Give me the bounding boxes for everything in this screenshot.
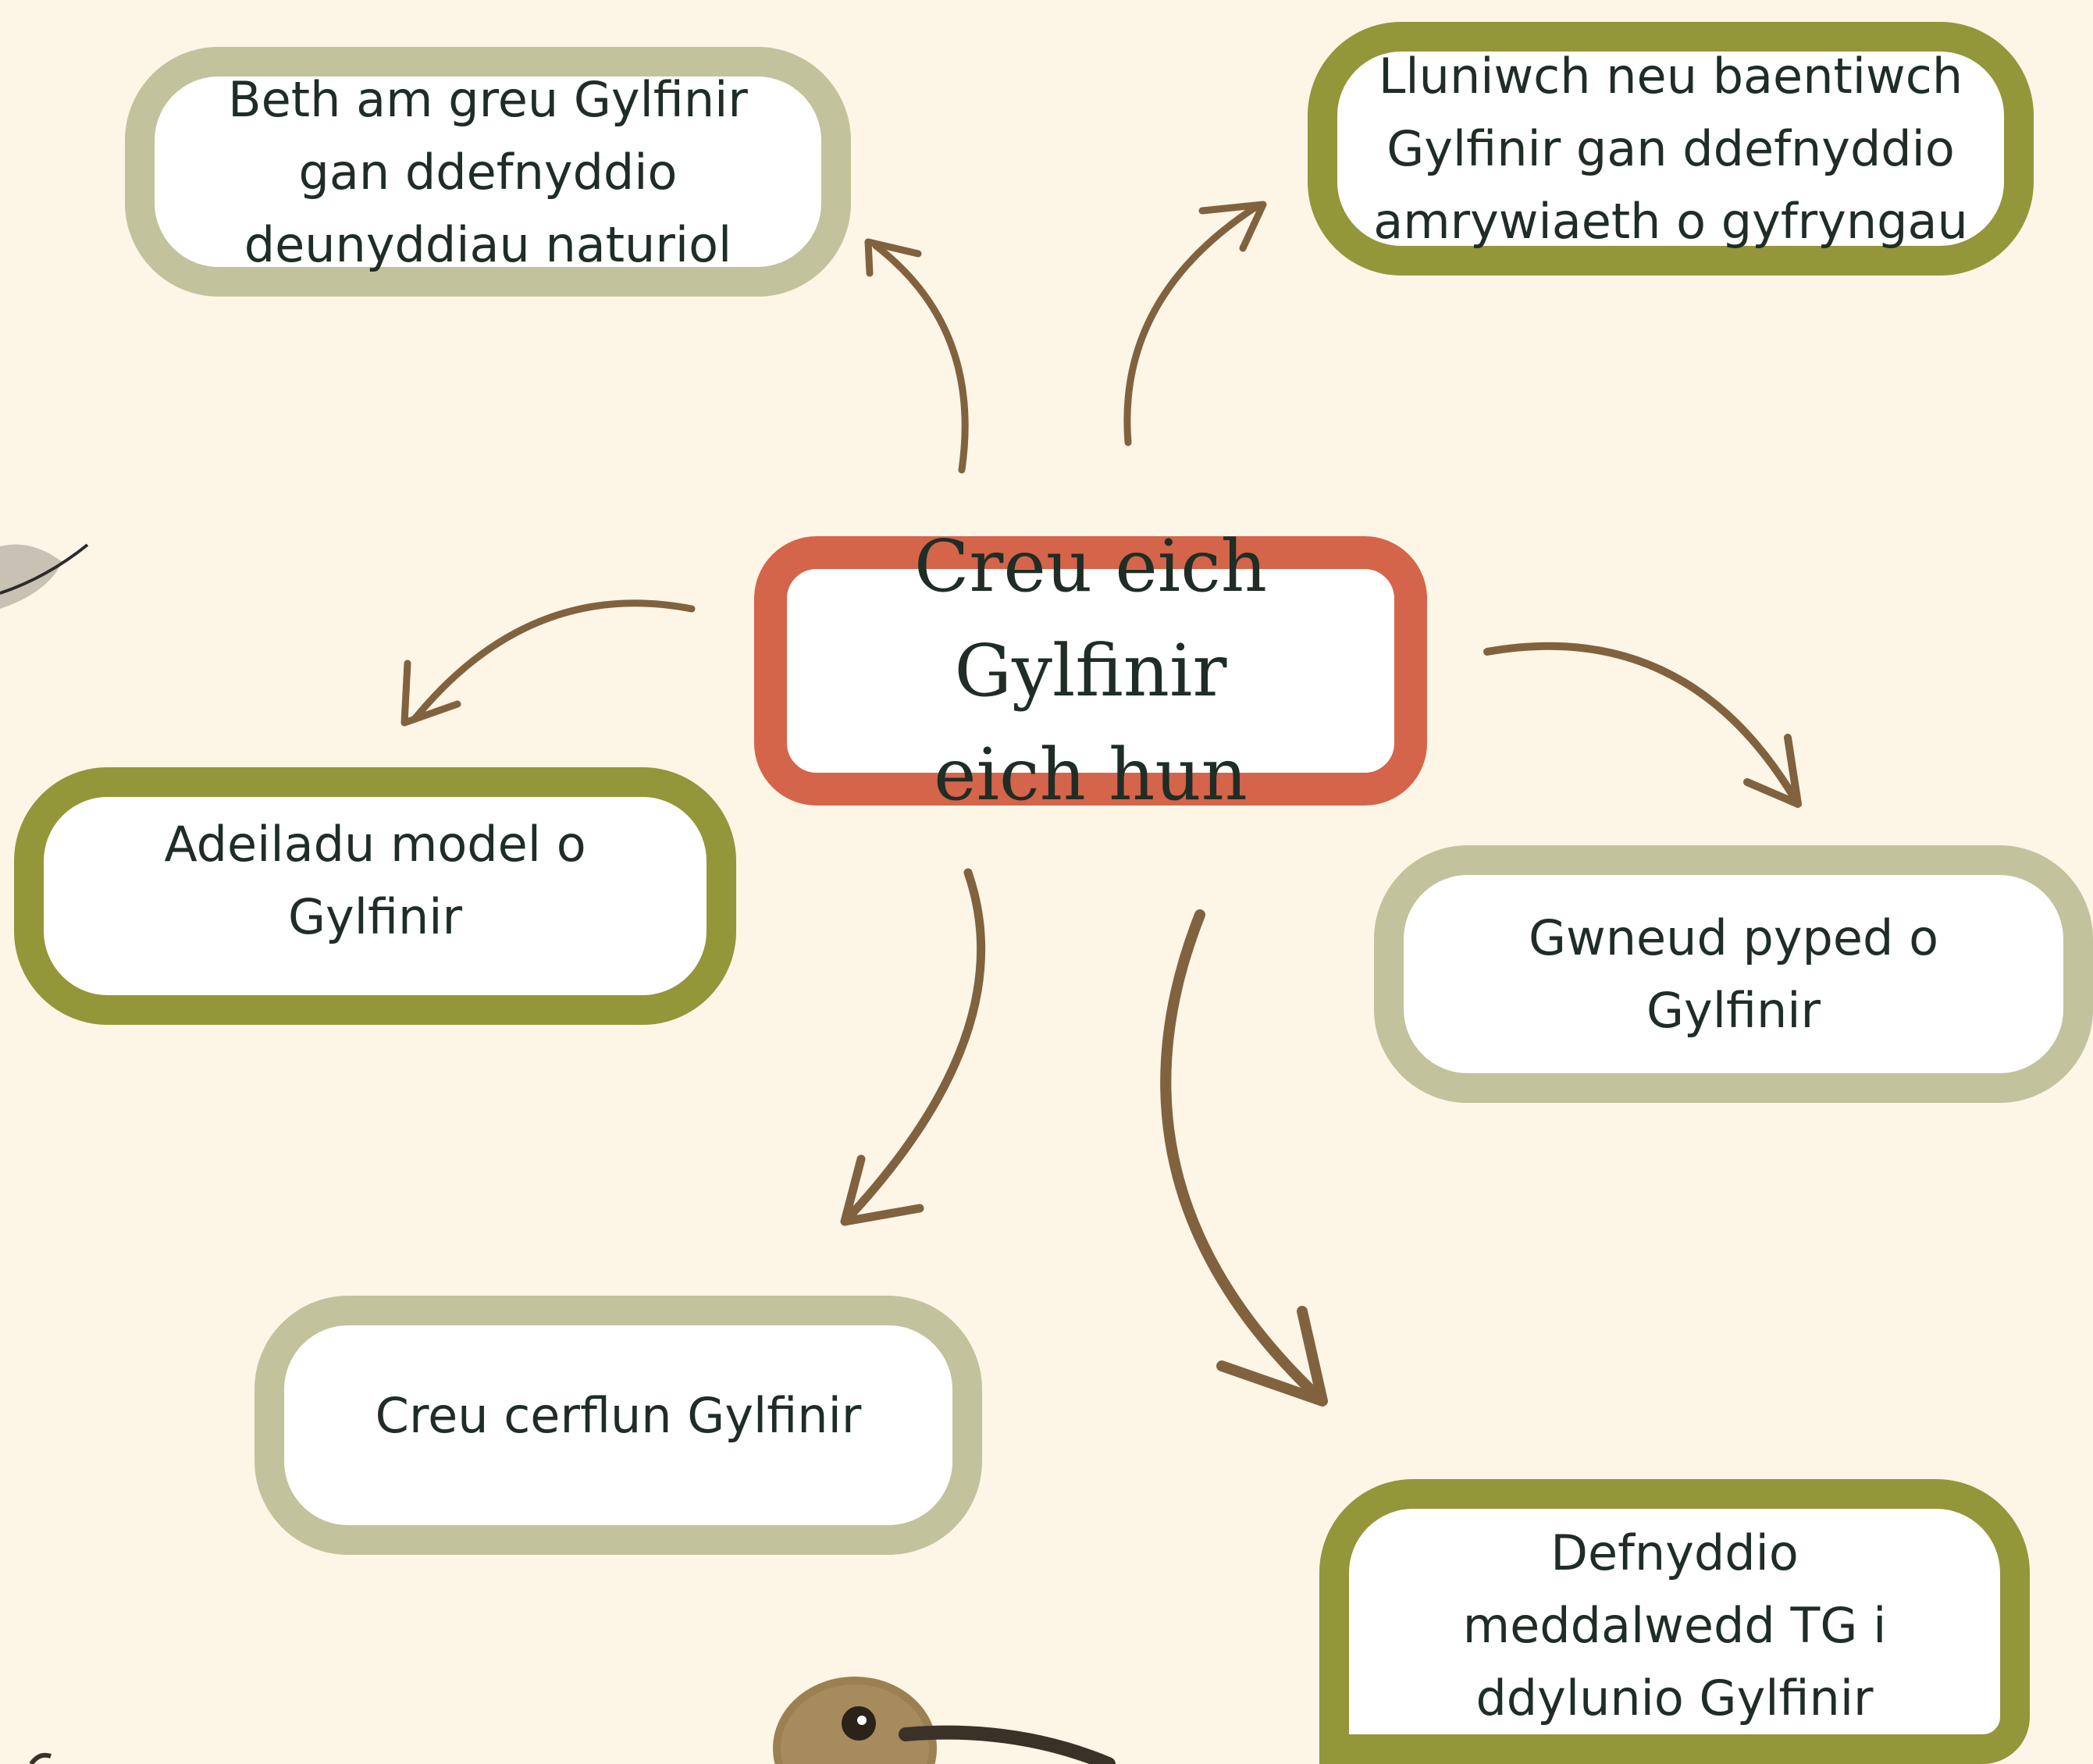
idea-build-model: Adeiladu model o Gylfinir [14, 767, 736, 1025]
idea-model-line1: Adeiladu model o Gylfinir [164, 816, 586, 945]
central-topic-line2: eich hun [934, 733, 1248, 817]
idea-software-line3: ddylunio Gylfinir [1475, 1670, 1874, 1727]
idea-paint-line1: Lluniwch neu baentiwch [1378, 48, 1963, 105]
idea-natural-line3: deunyddiau naturiol [244, 215, 732, 273]
arrow-to-natural [864, 238, 969, 474]
idea-paint-line2: Gylfinir gan ddefnyddio [1386, 120, 1955, 177]
idea-it-software: Defnyddio meddalwedd TG i ddylunio Gylfi… [1319, 1479, 2030, 1764]
arrow-to-software [1160, 909, 1328, 1407]
arrow-to-paint [1123, 201, 1267, 446]
central-topic: Creu eich Gylfinir eich hun [754, 525, 1427, 816]
idea-software-line1: Defnyddio [1550, 1524, 1799, 1581]
idea-sculpt-line1: Creu cerflun Gylfinir [375, 1387, 862, 1444]
arrow-to-puppet [1483, 642, 1802, 808]
idea-draw-paint: Lluniwch neu baentiwch Gylfinir gan ddef… [1308, 22, 2034, 276]
idea-puppet-line1: Gwneud pyped o Gylfinir [1528, 909, 1939, 1039]
idea-sculpture: Creu cerflun Gylfinir [255, 1296, 982, 1555]
idea-natural-line1: Beth am greu Gylfinir [228, 70, 748, 128]
idea-natural-line2: gan ddefnyddio [298, 143, 678, 201]
idea-paint-line3: amrywiaeth o gyfryngau [1373, 193, 1968, 250]
idea-natural-materials: Beth am greu Gylfinir gan ddefnyddio deu… [125, 47, 851, 297]
central-topic-line1: Creu eich Gylfinir [914, 525, 1267, 713]
arrow-to-model [400, 599, 696, 727]
arrow-to-sculpt [840, 868, 985, 1226]
idea-puppet: Gwneud pyped o Gylfinir [1374, 845, 2093, 1103]
idea-software-line2: meddalwedd TG i [1462, 1597, 1887, 1654]
